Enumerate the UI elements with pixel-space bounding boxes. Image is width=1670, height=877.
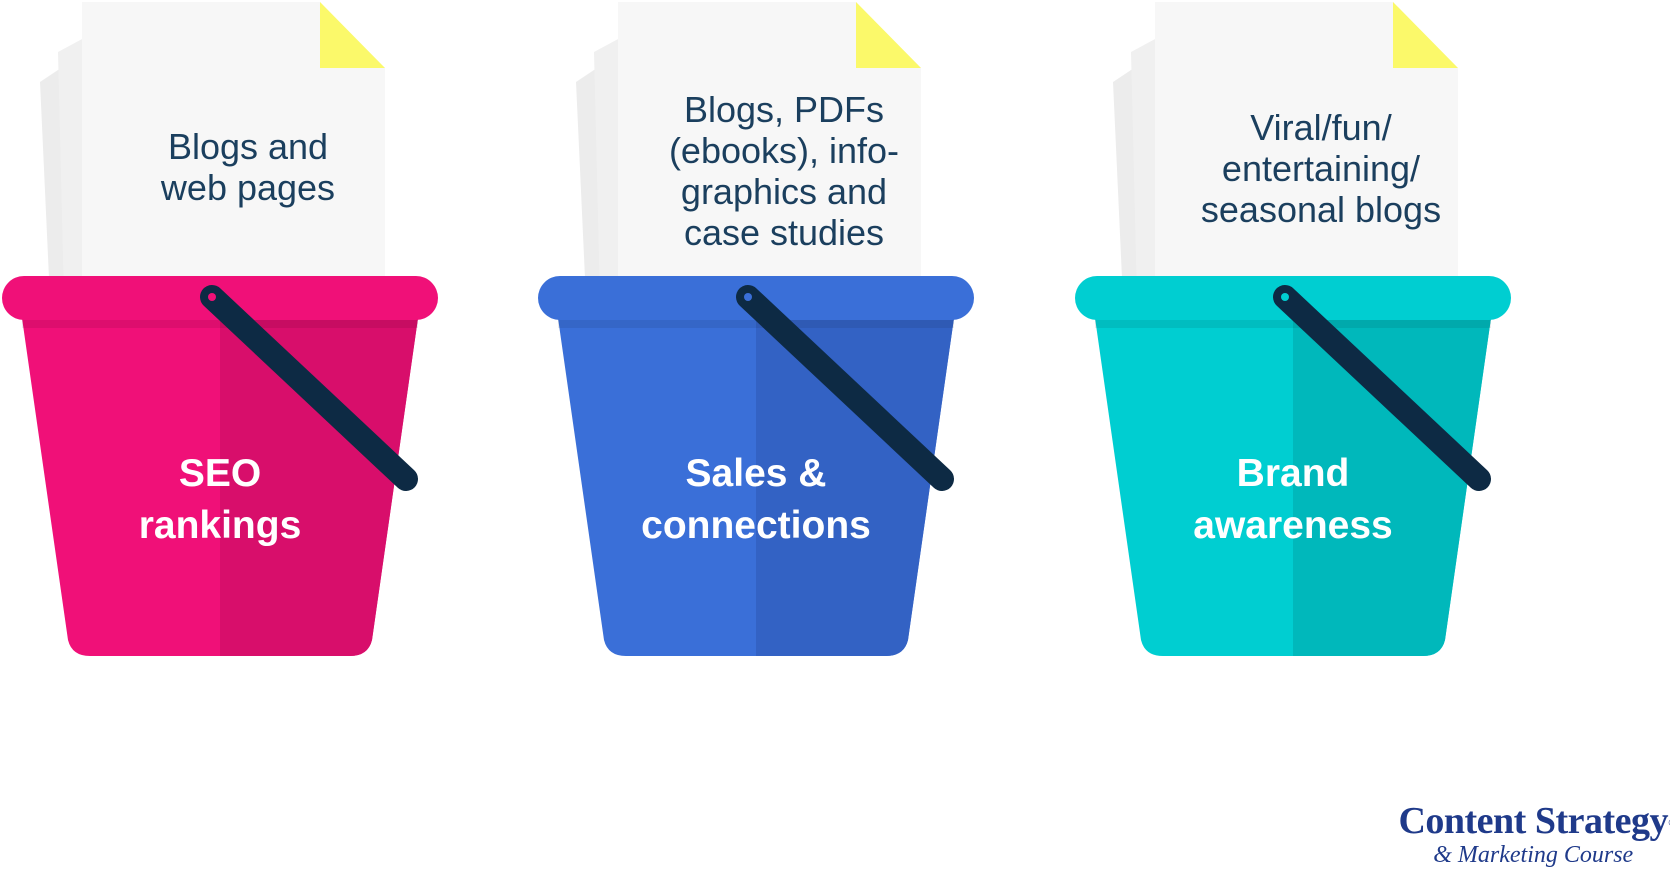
paper-stack bbox=[576, 2, 921, 300]
bucket-rim-shadow bbox=[1095, 318, 1491, 328]
bucket-label: SEO rankings bbox=[138, 452, 302, 547]
paper-text: Viral/fun/ entertaining/ seasonal blogs bbox=[1200, 107, 1442, 230]
paper-stack bbox=[1113, 2, 1458, 300]
brand-title-text: Content Strategy bbox=[1398, 800, 1668, 842]
bucket-rim-shadow bbox=[558, 318, 954, 328]
bucket-brand-illustration bbox=[1075, 2, 1511, 656]
bucket-brand: Viral/fun/ entertaining/ seasonal blogs … bbox=[1073, 0, 1633, 720]
bucket-seo-illustration bbox=[2, 2, 438, 656]
brand-title: Content Strategy® bbox=[1398, 800, 1670, 843]
handle-rivet bbox=[208, 293, 216, 301]
bucket-handle bbox=[1273, 285, 1491, 491]
bucket-shade bbox=[220, 318, 418, 656]
bucket-shade bbox=[756, 318, 954, 656]
bucket-rim-shadow bbox=[22, 318, 418, 328]
handle-rivet bbox=[744, 293, 752, 301]
bucket-handle bbox=[200, 285, 418, 491]
brand-registered-mark: ® bbox=[1668, 803, 1670, 843]
bucket-handle bbox=[736, 285, 954, 491]
bucket-label: Brand awareness bbox=[1193, 452, 1393, 547]
paper-stack bbox=[40, 2, 385, 300]
brand-logo: Content Strategy® & Marketing Course bbox=[1398, 800, 1670, 869]
bucket-shade bbox=[1293, 318, 1491, 656]
bucket-label: Sales & connections bbox=[641, 452, 871, 547]
handle-rivet bbox=[1281, 293, 1289, 301]
paper-text: Blogs, PDFs (ebooks), info- graphics and… bbox=[668, 89, 900, 253]
bucket-sales: Blogs, PDFs (ebooks), info- graphics and… bbox=[536, 0, 1096, 720]
bucket-sales-illustration bbox=[538, 2, 974, 656]
brand-subtitle: & Marketing Course bbox=[1433, 842, 1634, 868]
bucket-seo: Blogs and web pages SEO rankings bbox=[0, 0, 560, 720]
paper-text: Blogs and web pages bbox=[160, 126, 336, 208]
